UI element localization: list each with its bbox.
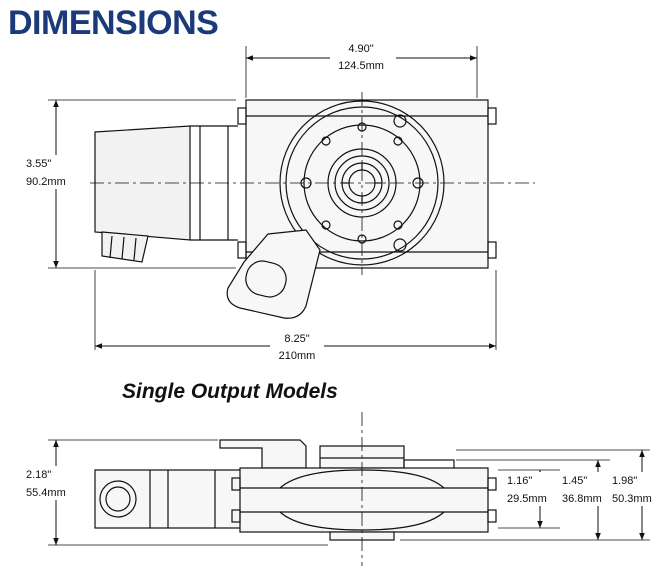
- side-motor: [94, 469, 246, 529]
- side-torque-arm: [219, 439, 307, 469]
- top-width-inch-label: 4.90": [348, 43, 373, 55]
- side-housing: [231, 467, 497, 533]
- top-height-mm-label: 90.2mm: [26, 176, 66, 188]
- side-dim2-mm-label: 36.8mm: [562, 493, 602, 505]
- side-view: [48, 412, 650, 566]
- centerlines: [90, 92, 535, 275]
- side-dim1-inch-label: 1.16": [507, 475, 532, 487]
- side-extension-lines: [48, 439, 650, 546]
- top-height-inch-label: 3.55": [26, 158, 51, 170]
- side-height-mm-label: 55.4mm: [26, 487, 66, 499]
- section-subtitle: Single Output Models: [122, 380, 338, 403]
- torque-arm: [226, 229, 321, 319]
- side-dim3-inch-label: 1.98": [612, 475, 637, 487]
- motor-body: [94, 125, 238, 263]
- side-dim2-inch-label: 1.45": [562, 475, 587, 487]
- top-width-mm-label: 124.5mm: [338, 60, 384, 72]
- side-output-shaft: [319, 445, 455, 471]
- side-height-inch-label: 2.18": [26, 469, 51, 481]
- top-view: [48, 46, 535, 350]
- extension-lines: [48, 46, 497, 350]
- top-length-mm-label: 210mm: [279, 350, 316, 362]
- top-length-inch-label: 8.25": [284, 333, 309, 345]
- side-dim3-mm-label: 50.3mm: [612, 493, 652, 505]
- side-dim1-mm-label: 29.5mm: [507, 493, 547, 505]
- page-title: DIMENSIONS: [8, 4, 219, 42]
